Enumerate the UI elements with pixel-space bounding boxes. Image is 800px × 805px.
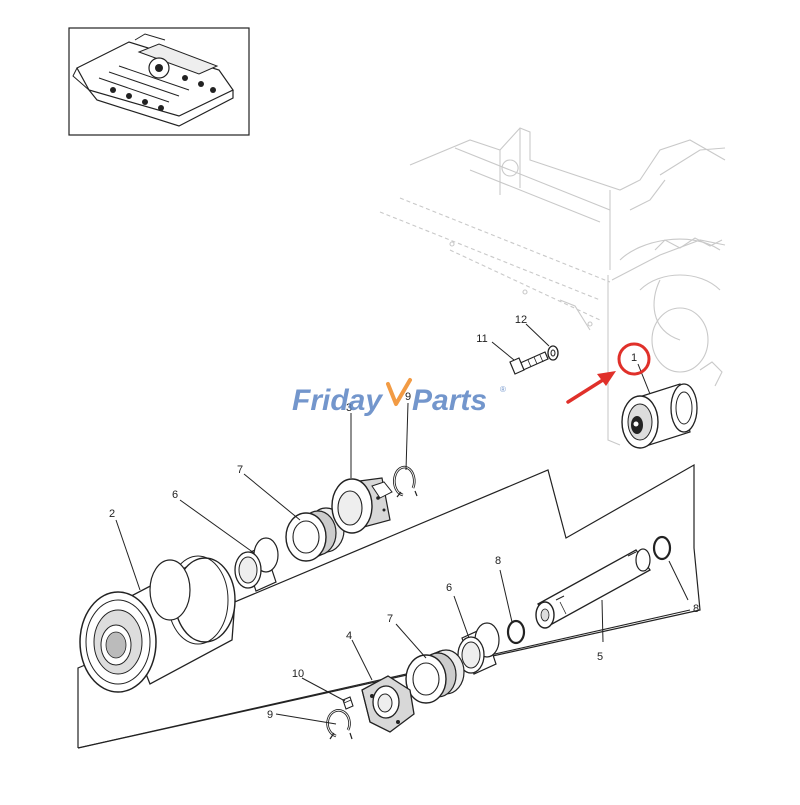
highlight-arrow [566, 376, 608, 404]
part-3-collar[interactable] [331, 477, 393, 534]
callout-9-upper: 9 [405, 391, 411, 403]
part-1-roller-assembly[interactable] [621, 383, 698, 449]
callout-6-upper: 6 [172, 489, 178, 501]
undercarriage-thumbnail-icon [72, 33, 234, 127]
part-11-bolt[interactable] [509, 351, 549, 375]
leader-lines [115, 323, 689, 725]
callout-6-lower: 6 [446, 582, 452, 594]
part-8-o-ring-center[interactable] [506, 619, 526, 645]
callout-3: 3 [346, 402, 352, 414]
part-4-flange-collar[interactable] [361, 675, 415, 733]
highlight-circle [617, 342, 651, 376]
callout-10: 10 [292, 668, 304, 680]
watermark-registered: ® [500, 385, 506, 394]
highlight-arrow-head [597, 371, 616, 386]
callout-9-lower: 9 [267, 709, 273, 721]
part-9-snap-ring-lower[interactable] [326, 709, 353, 740]
callout-7-upper: 7 [237, 464, 243, 476]
watermark-parts: Parts [412, 384, 487, 417]
callout-11: 11 [476, 333, 487, 345]
callout-8-center: 8 [495, 555, 501, 567]
callout-12: 12 [515, 314, 527, 326]
callout-2: 2 [109, 508, 115, 520]
part-8-o-ring-right[interactable] [652, 535, 672, 561]
callout-8-right: 8 [693, 603, 699, 615]
part-7-seal-lower[interactable] [405, 649, 465, 704]
inset-thumbnail [68, 27, 250, 136]
callout-numbers: 1 2 3 4 5 6 6 7 7 8 8 9 9 10 11 12 [109, 314, 699, 721]
part-6-bushing-lower[interactable] [457, 622, 500, 675]
part-2-roller-body[interactable] [79, 555, 236, 693]
part-6-bushing-upper[interactable] [234, 537, 279, 592]
watermark-check-icon [386, 378, 412, 406]
part-5-shaft[interactable] [535, 548, 651, 629]
highlight-marker [566, 342, 651, 404]
watermark: Friday Parts ® [292, 378, 506, 417]
callout-1: 1 [631, 352, 637, 364]
watermark-friday: Friday [292, 384, 383, 417]
callout-5: 5 [597, 651, 603, 663]
machine-frame-outline [379, 127, 726, 446]
callout-4: 4 [346, 630, 352, 642]
part-12-washer[interactable] [547, 345, 559, 361]
part-10-screw[interactable] [342, 696, 354, 710]
part-9-snap-ring-upper[interactable] [393, 465, 418, 498]
callout-7-lower: 7 [387, 613, 393, 625]
part-7-seal-upper[interactable] [285, 507, 345, 562]
